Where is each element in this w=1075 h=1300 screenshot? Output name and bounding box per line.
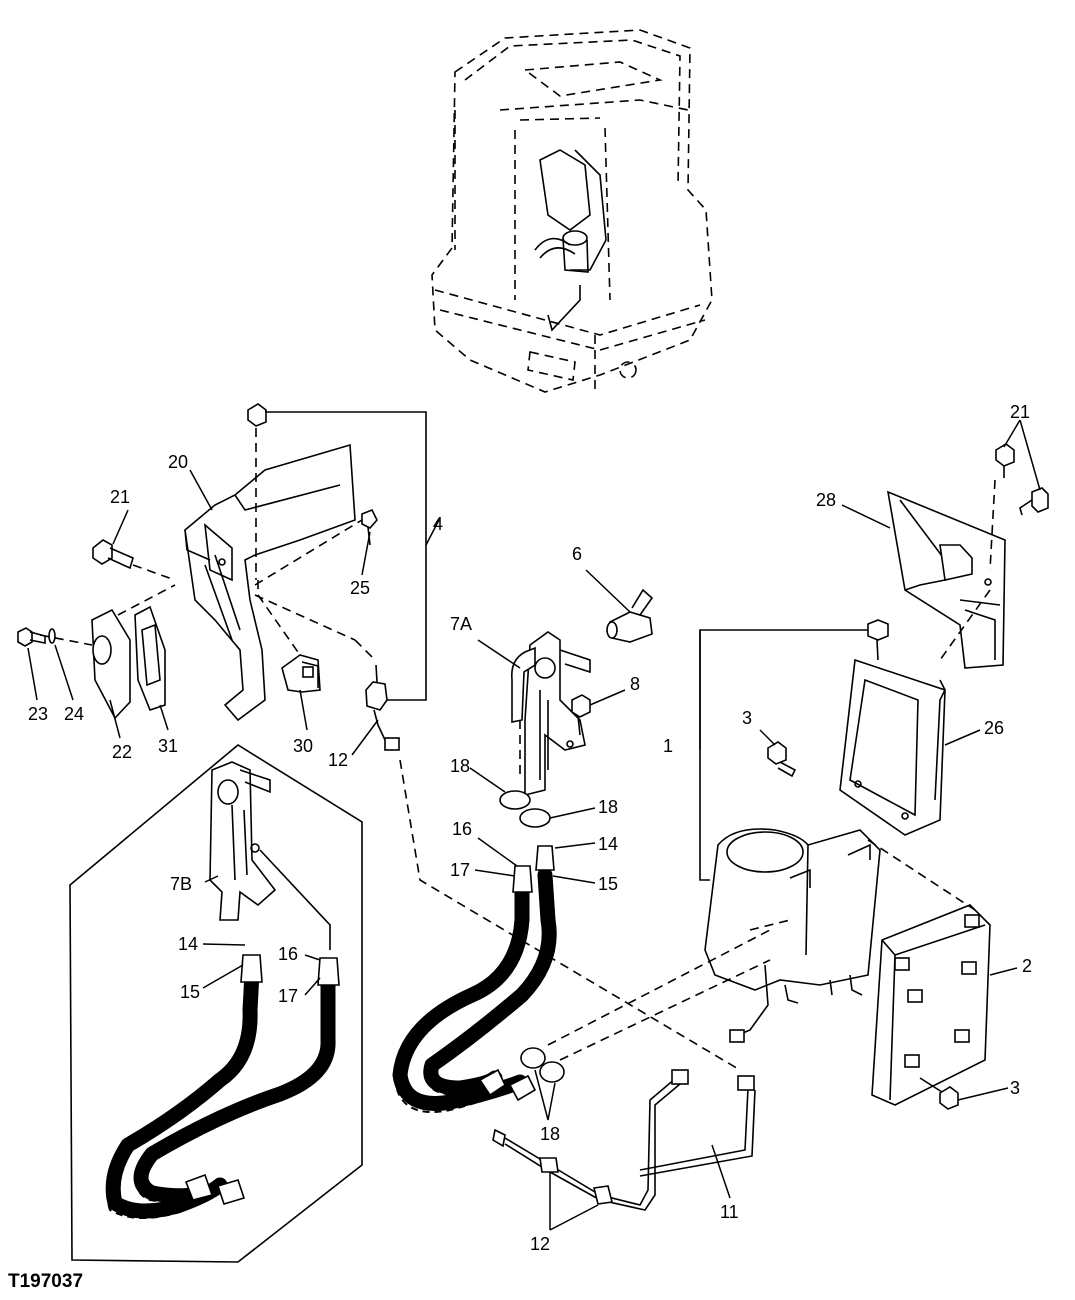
callout-25: 25	[350, 578, 370, 598]
callout-14-inset: 14	[178, 934, 198, 954]
callout-18-b: 18	[598, 797, 618, 817]
cab-heater-preview	[534, 149, 607, 332]
bolt-3-upper	[767, 741, 797, 778]
callout-labels: 21 20 25 4 30 22 31 23 24 12 6 7A 8 18 1…	[28, 402, 1032, 1254]
callout-2: 2	[1022, 956, 1032, 976]
callout-26: 26	[984, 718, 1004, 738]
bolt-8	[571, 694, 591, 736]
callout-17-inset: 17	[278, 986, 298, 1006]
callout-7a: 7A	[450, 614, 472, 634]
callout-14-center: 14	[598, 834, 618, 854]
callout-15-inset: 15	[180, 982, 200, 1002]
callout-22: 22	[112, 742, 132, 762]
fitting-6	[606, 588, 654, 643]
connector-12-top	[254, 594, 400, 751]
bolt-21-left	[92, 539, 176, 581]
callout-18-a: 18	[450, 756, 470, 776]
callout-3-upper: 3	[742, 708, 752, 728]
callout-23: 23	[28, 704, 48, 724]
cap-top	[247, 403, 427, 701]
callout-12-bottom: 12	[530, 1234, 550, 1254]
callout-8: 8	[630, 674, 640, 694]
callout-17-center: 17	[450, 860, 470, 880]
callout-18-c: 18	[540, 1124, 560, 1144]
clamps-18-upper	[499, 790, 551, 828]
machine-cab	[431, 29, 713, 393]
callout-31: 31	[158, 736, 178, 756]
callout-21-left: 21	[110, 487, 130, 507]
callout-12-top: 12	[328, 750, 348, 770]
heater-core-1	[704, 828, 881, 1043]
callout-7b: 7B	[170, 874, 192, 894]
callout-16-inset: 16	[278, 944, 298, 964]
figure-id: T197037	[8, 1271, 83, 1292]
screw-top-26	[699, 619, 889, 881]
bracket-28	[886, 479, 1006, 669]
callout-3-lower: 3	[1010, 1078, 1020, 1098]
callout-4: 4	[433, 514, 443, 534]
hose-assembly-center	[392, 845, 557, 1113]
callout-11: 11	[720, 1202, 739, 1222]
plate-2	[867, 839, 991, 1106]
bolts-21-right	[995, 443, 1049, 516]
mount-22-31	[39, 584, 176, 720]
clamps-18-lower	[520, 929, 771, 1083]
leader-lines	[27, 419, 1041, 1231]
screw-23-washer-24	[17, 627, 56, 647]
callout-28: 28	[816, 490, 836, 510]
bracket-20	[184, 443, 356, 722]
callout-21-right: 21	[1010, 402, 1030, 422]
callout-20: 20	[168, 452, 188, 472]
callout-24: 24	[64, 704, 84, 724]
bolt-3-lower	[919, 1077, 959, 1110]
callout-6: 6	[572, 544, 582, 564]
callout-1: 1	[663, 736, 673, 756]
clip-30	[257, 580, 321, 693]
valve-bracket-7b	[209, 761, 331, 950]
hose-assembly-inset	[105, 954, 340, 1220]
inset-frame	[69, 744, 363, 1263]
clip-25	[254, 508, 378, 586]
callout-16-center: 16	[452, 819, 472, 839]
harness-11	[399, 759, 756, 1211]
bracket-26	[839, 658, 946, 836]
callout-15-center: 15	[598, 874, 618, 894]
callout-30: 30	[293, 736, 313, 756]
